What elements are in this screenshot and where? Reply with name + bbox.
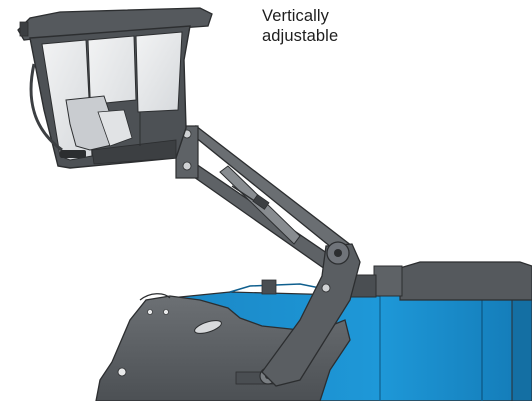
cab-seat: [65, 95, 117, 151]
vertically-adjustable-caption: Vertically adjustable: [262, 6, 338, 46]
engine-cover: [399, 261, 532, 301]
lift-arm-assembly: [175, 125, 361, 387]
upper-arm: [182, 125, 353, 257]
operator-cab: [17, 7, 213, 169]
frame-slot: [194, 320, 222, 334]
caption-line-2: adjustable: [262, 27, 339, 45]
cab-roof: [17, 7, 213, 41]
cab-handrail: [29, 63, 63, 152]
caption-line-1: Vertically: [262, 7, 330, 25]
cab-side-window-right: [135, 31, 183, 113]
support-pillar: [261, 243, 361, 387]
